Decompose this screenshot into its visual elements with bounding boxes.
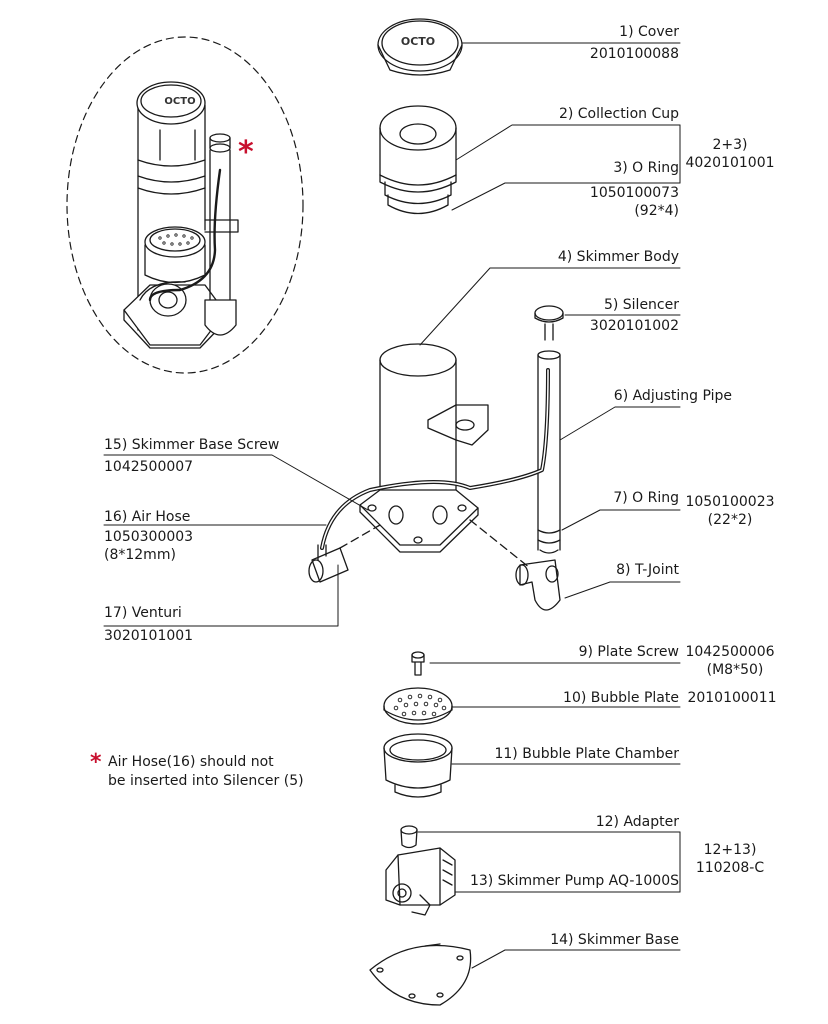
part-skimmer-base <box>369 943 472 1006</box>
label-part-12-name: 12) Adapter <box>595 814 679 830</box>
inset-logo-text: OCTO <box>164 96 195 107</box>
label-part-1-code: 2010100088 <box>589 46 679 62</box>
label-part-3-spec: (92*4) <box>634 203 679 219</box>
label-group-12-13-name: 12+13) <box>703 842 757 858</box>
label-part-6-name: 6) Adjusting Pipe <box>613 388 732 404</box>
label-part-9-code: 1042500006 <box>685 644 775 660</box>
part-collection-cup <box>379 105 457 215</box>
part-cover <box>377 18 463 76</box>
part-silencer <box>534 305 564 341</box>
note-line-1: Air Hose(16) should not <box>108 754 274 770</box>
label-group-2-3-name: 2+3) <box>712 137 748 153</box>
label-part-11-name: 11) Bubble Plate Chamber <box>494 746 679 762</box>
label-part-5-code: 3020101002 <box>589 318 679 334</box>
label-part-9-name: 9) Plate Screw <box>578 644 679 660</box>
part-bubble-plate <box>383 687 453 725</box>
part-adapter <box>400 825 418 849</box>
part-adjusting-pipe <box>537 350 561 554</box>
label-part-9-spec: (M8*50) <box>706 662 764 678</box>
part-skimmer-body <box>359 343 489 553</box>
part-bubble-plate-chamber <box>383 733 453 798</box>
label-part-4-name: 4) Skimmer Body <box>557 249 679 265</box>
label-group-2-3-code: 4020101001 <box>685 155 775 171</box>
label-part-7-code: 1050100023 <box>685 494 775 510</box>
label-part-14-name: 14) Skimmer Base <box>550 932 679 948</box>
label-part-2-name: 2) Collection Cup <box>558 106 679 122</box>
label-part-8-name: 8) T-Joint <box>616 562 679 578</box>
label-part-16-code: 1050300003 <box>104 529 194 545</box>
label-part-10-name: 10) Bubble Plate <box>563 690 679 706</box>
label-part-13-name: 13) Skimmer Pump AQ-1000S <box>469 873 679 889</box>
part-t-joint <box>515 559 561 611</box>
part-venturi <box>308 544 349 583</box>
cover-logo-text: OCTO <box>401 35 435 48</box>
note-line-2: be inserted into Silencer (5) <box>108 773 304 789</box>
label-part-7-spec: (22*2) <box>707 512 753 528</box>
label-part-16-spec: (8*12mm) <box>104 547 176 563</box>
label-part-10-code: 2010100011 <box>687 690 777 706</box>
label-part-5-name: 5) Silencer <box>603 297 679 313</box>
label-group-12-13-code: 110208-C <box>695 860 765 876</box>
label-part-15-name: 15) Skimmer Base Screw <box>104 437 280 453</box>
label-part-15-code: 1042500007 <box>104 459 194 475</box>
leader-lines <box>103 42 681 969</box>
label-part-3-name: 3) O Ring <box>613 160 679 176</box>
note-asterisk: * <box>90 750 102 775</box>
part-plate-screw <box>411 651 425 676</box>
label-part-16-name: 16) Air Hose <box>104 509 191 525</box>
asterisk-marker-inset: * <box>238 135 254 170</box>
label-part-1-name: 1) Cover <box>619 24 679 40</box>
assembled-skimmer-inset <box>66 36 304 374</box>
label-part-7-name: 7) O Ring <box>613 490 679 506</box>
label-part-17-name: 17) Venturi <box>104 605 182 621</box>
label-part-3-code: 1050100073 <box>589 185 679 201</box>
label-part-17-code: 3020101001 <box>104 628 194 644</box>
part-skimmer-pump <box>385 847 456 916</box>
